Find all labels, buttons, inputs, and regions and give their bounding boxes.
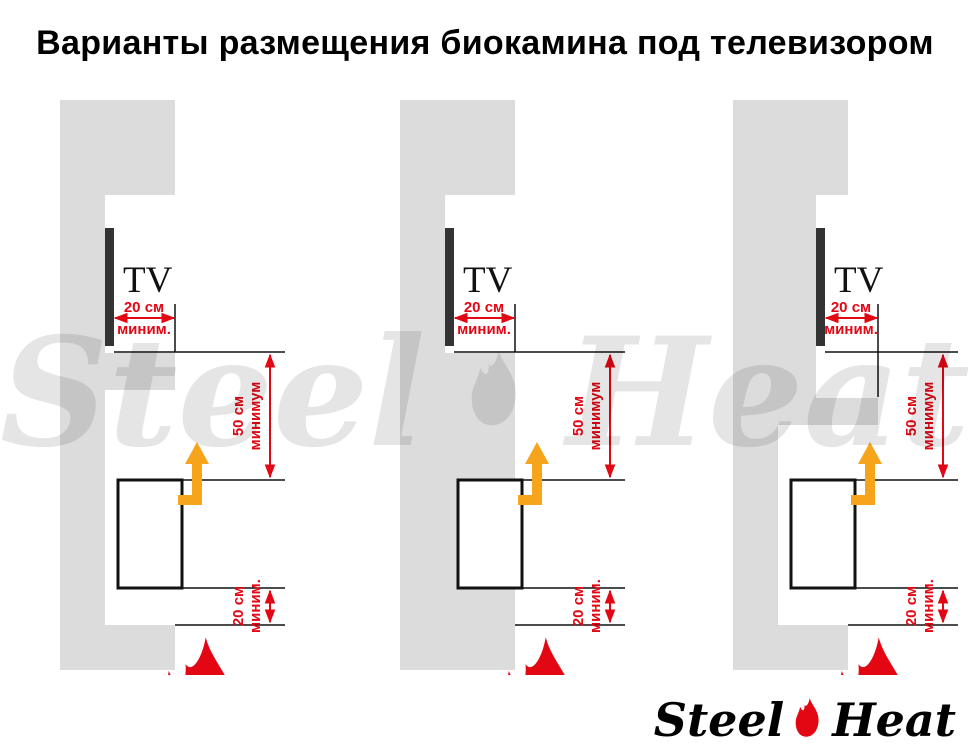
- dim-floor-gap-qualifier: миним.: [587, 579, 604, 633]
- dim-tv-gap-qualifier: миним.: [824, 321, 878, 338]
- dim-fireplace-gap-qualifier: минимум: [920, 382, 937, 451]
- dim-floor-gap-qualifier: миним.: [920, 579, 937, 633]
- airflow-arrow-icon: [178, 442, 209, 505]
- tv-label: TV: [834, 260, 884, 301]
- airflow-arrow-icon: [518, 442, 549, 505]
- tv-label: TV: [463, 260, 513, 301]
- dim-tv-gap-value: 20 см: [831, 299, 871, 316]
- tv-screen: [105, 228, 114, 346]
- fireplace-box: [456, 478, 524, 590]
- dim-floor-gap-value: 20 см: [230, 586, 247, 626]
- logo-flame-icon: [786, 698, 830, 742]
- fireplace-box: [789, 478, 857, 590]
- diagram-variant-2: TV 20 см миним. 50 см минимум 20 см мини…: [400, 100, 625, 675]
- dim-floor-gap-value: 20 см: [903, 586, 920, 626]
- diagram-variant-1: TV 20 см миним. 50 см минимум 20 см мини…: [60, 100, 285, 675]
- dim-fireplace-gap-qualifier: минимум: [587, 382, 604, 451]
- airflow-arrow-head: [525, 442, 549, 464]
- dim-tv-gap-value: 20 см: [464, 299, 504, 316]
- tv-label: TV: [123, 260, 173, 301]
- logo-heat-text: Heat: [832, 693, 956, 747]
- logo-steel-text: Steel: [653, 693, 785, 747]
- brand-logo: Steel Heat: [654, 697, 956, 743]
- dim-floor-gap-value: 20 см: [570, 586, 587, 626]
- wall-section: [60, 100, 175, 670]
- airflow-arrow-shaft: [851, 462, 875, 505]
- airflow-arrow-head: [858, 442, 882, 464]
- airflow-arrow-icon: [851, 442, 882, 505]
- page-title: Варианты размещения биокамина под телеви…: [36, 24, 934, 62]
- dim-fireplace-gap-value: 50 см: [230, 396, 247, 436]
- dim-fireplace-gap-qualifier: минимум: [247, 382, 264, 451]
- airflow-arrow-shaft: [518, 462, 542, 505]
- fireplace-box: [116, 478, 184, 590]
- airflow-arrow-shaft: [178, 462, 202, 505]
- airflow-arrow-head: [185, 442, 209, 464]
- dim-tv-gap-qualifier: миним.: [117, 321, 171, 338]
- diagram-variant-3: TV 20 см миним. 50 см минимум 20 см мини…: [733, 100, 958, 675]
- tv-screen: [816, 228, 825, 346]
- dim-tv-gap-qualifier: миним.: [457, 321, 511, 338]
- dim-tv-gap-value: 20 см: [124, 299, 164, 316]
- dim-fireplace-gap-value: 50 см: [570, 396, 587, 436]
- dim-fireplace-gap-value: 50 см: [903, 396, 920, 436]
- wall-section: [733, 100, 878, 670]
- dim-floor-gap-qualifier: миним.: [247, 579, 264, 633]
- tv-screen: [445, 228, 454, 346]
